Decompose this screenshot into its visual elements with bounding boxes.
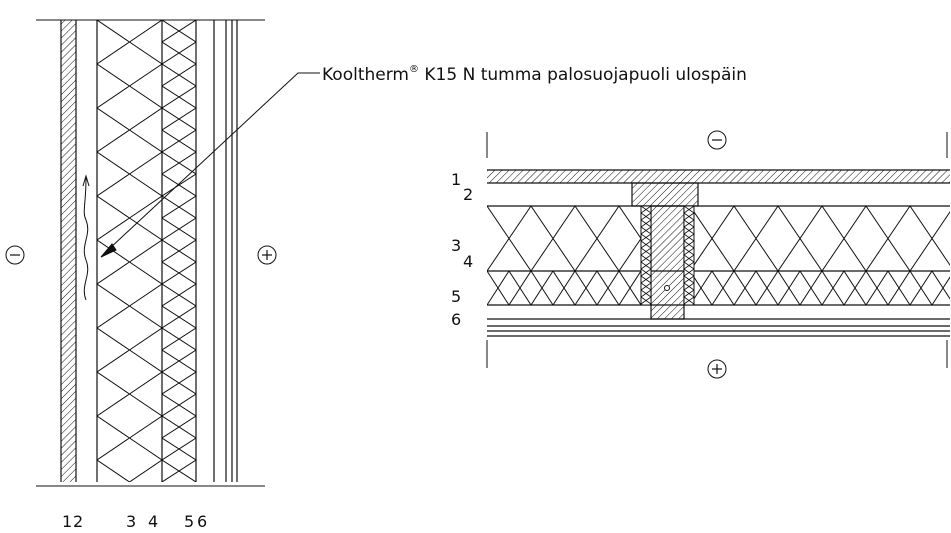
- horizontal-layer-number-3: 3: [451, 236, 461, 255]
- horizontal-layer-numbers: 1 2 3 4 5 6: [451, 170, 473, 329]
- horizontal-insulation-layer-3-left: [487, 206, 641, 271]
- horizontal-insulation-layer-4-right: [690, 271, 950, 305]
- ventilation-arrow-icon: [82, 174, 90, 301]
- horizontal-layer-number-1: 1: [451, 170, 461, 189]
- vertical-layer-number-4: 4: [148, 512, 158, 531]
- product-brand: Kooltherm: [322, 65, 409, 85]
- vertical-minus-sign: [5, 245, 25, 265]
- horizontal-section: 1 2 3 4 5 6: [451, 130, 950, 379]
- horizontal-layer-number-5: 5: [451, 287, 461, 306]
- vertical-layer-number-5: 5: [184, 512, 194, 531]
- vertical-layer-lines: [60, 20, 238, 482]
- horizontal-layer-number-6: 6: [451, 310, 461, 329]
- vertical-layer-number-2: 2: [73, 512, 83, 531]
- horizontal-break-lines: [486, 132, 948, 368]
- horizontal-layer-number-4: 4: [463, 252, 473, 271]
- vertical-plus-sign: [257, 245, 277, 265]
- timber-stud: [631, 182, 699, 320]
- horizontal-board-layer: [487, 170, 950, 183]
- vertical-layer-number-1: 1: [62, 512, 72, 531]
- vertical-layer-number-6: 6: [197, 512, 207, 531]
- vertical-section: 1 2 3 4 5 6: [5, 19, 320, 531]
- registered-mark: ®: [409, 64, 419, 75]
- vertical-insulation-layer-3: [97, 20, 162, 482]
- horizontal-plus-sign: [707, 359, 727, 379]
- horizontal-minus-sign: [707, 130, 727, 150]
- horizontal-layer-number-2: 2: [463, 185, 473, 204]
- product-annotation-text: K15 N tumma palosuojapuoli ulospäin: [419, 65, 747, 85]
- product-annotation: Kooltherm® K15 N tumma palosuojapuoli ul…: [322, 64, 747, 85]
- horizontal-layer-lines: [487, 169, 950, 337]
- vertical-layer-numbers: 1 2 3 4 5 6: [62, 512, 207, 531]
- annotation-leader-line: [100, 72, 320, 258]
- horizontal-insulation-layer-4-left: [487, 271, 641, 305]
- vertical-board-layer: [61, 20, 76, 482]
- horizontal-insulation-layer-3-right: [690, 206, 950, 271]
- vertical-layer-number-3: 3: [126, 512, 136, 531]
- vertical-insulation-layer-4: [162, 20, 196, 482]
- fastener-icon: [664, 285, 670, 291]
